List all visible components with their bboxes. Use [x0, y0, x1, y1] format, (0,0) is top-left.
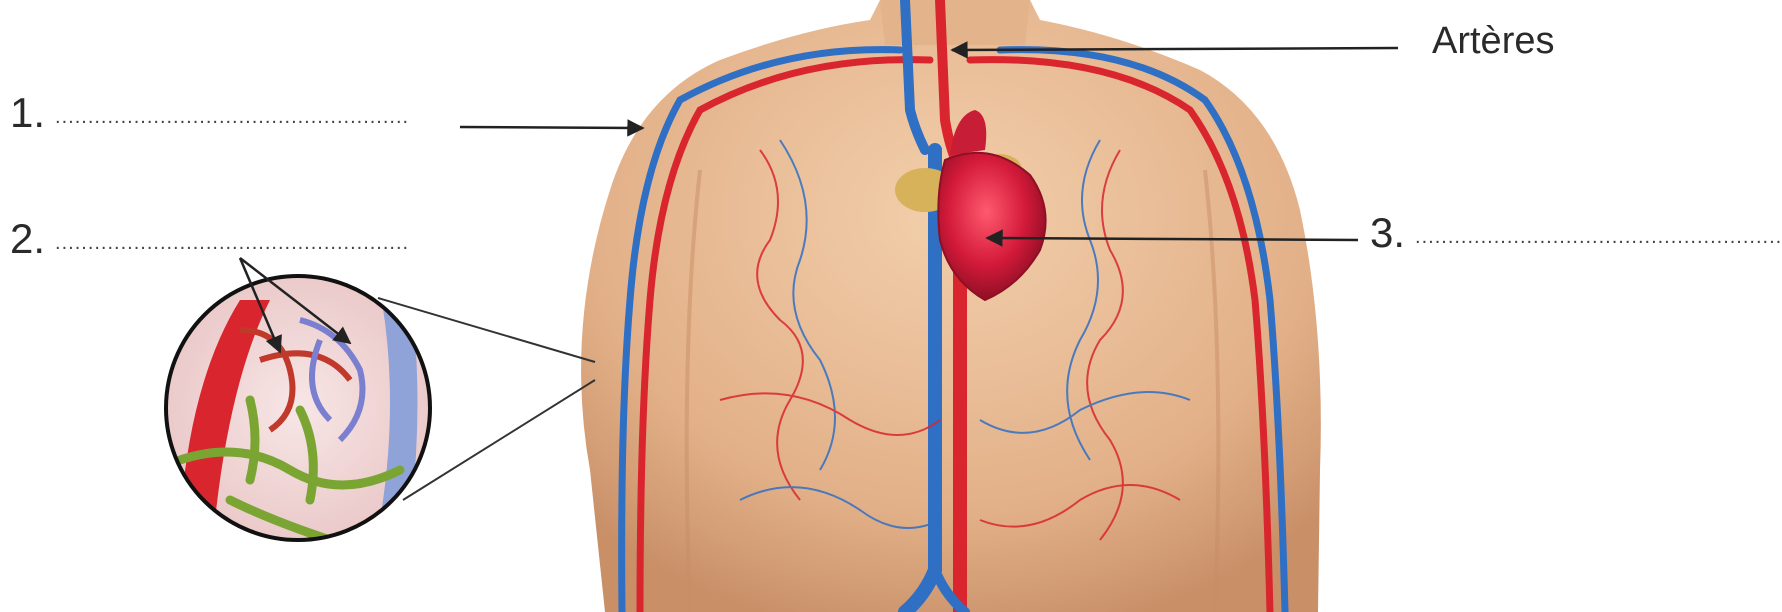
label-arteres: Artères	[1432, 22, 1554, 60]
label-1-blank[interactable]: ........................................…	[55, 107, 409, 127]
label-3: 3.......................................…	[1370, 212, 1782, 254]
arrow-1	[460, 127, 643, 128]
label-1-number: 1.	[10, 92, 45, 134]
label-2-number: 2.	[10, 218, 45, 260]
label-2: 2.......................................…	[10, 218, 409, 260]
label-3-blank[interactable]: ........................................…	[1415, 227, 1782, 247]
label-1: 1.......................................…	[10, 92, 409, 134]
capillary-inset	[166, 276, 595, 540]
label-2-blank[interactable]: ........................................…	[55, 233, 409, 253]
label-3-number: 3.	[1370, 212, 1405, 254]
